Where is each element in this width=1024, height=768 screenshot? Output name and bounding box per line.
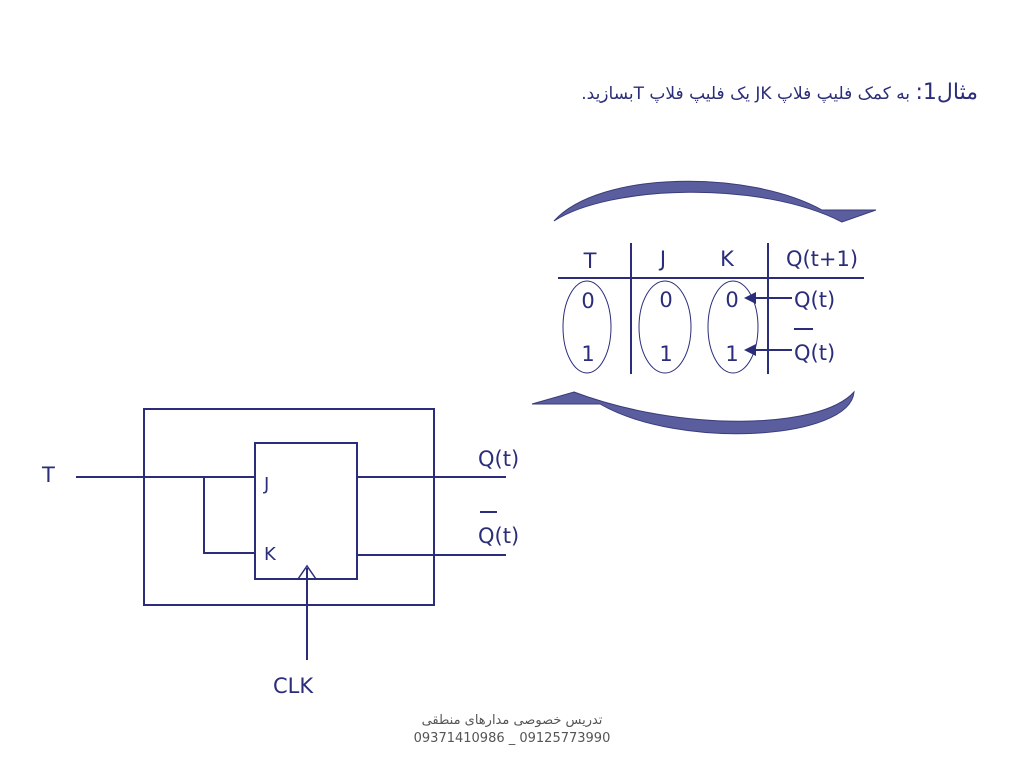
clock-label: CLK — [273, 674, 314, 698]
column-j-oval — [638, 280, 692, 374]
column-t-oval — [562, 280, 612, 374]
top-curved-arrow — [553, 180, 877, 223]
slide-title: مثال1: به کمک فلیپ فلاپ JK یک فلیپ فلاپ … — [581, 80, 978, 105]
row2-q-bar: Q(t) — [794, 341, 835, 365]
header-q-next: Q(t+1) — [786, 247, 858, 271]
row2-k: 1 — [725, 342, 738, 366]
row1-j: 0 — [659, 288, 672, 312]
header-k: K — [720, 247, 735, 271]
truth-table: T J K Q(t+1) 0 0 0 Q(t) 1 1 1 Q(t) — [558, 243, 864, 374]
footer: تدریس خصوصی مدارهای منطقی 09371410986 _ … — [0, 712, 1024, 748]
row1-k: 0 — [725, 288, 738, 312]
row2-arrowhead-icon — [744, 344, 756, 356]
j-k-tie-wire — [203, 477, 255, 554]
title-lead: مثال1: — [915, 80, 978, 105]
outer-t-flipflop-box — [143, 408, 435, 606]
footer-tutoring-text: تدریس خصوصی مدارهای منطقی — [421, 713, 603, 728]
title-rest: به کمک فلیپ فلاپ JK یک فلیپ فلاپ Tبسازید… — [581, 84, 916, 104]
row1-t: 0 — [581, 289, 594, 313]
header-t: T — [583, 249, 597, 273]
column-k-oval — [707, 280, 759, 374]
output-q-label: Q(t) — [478, 447, 519, 471]
circuit — [76, 408, 506, 660]
input-t-label: T — [41, 463, 55, 487]
footer-phone-numbers: 09371410986 _ 09125773990 — [413, 731, 611, 746]
row1-q: Q(t) — [794, 288, 835, 312]
pin-j-label: J — [263, 474, 269, 495]
output-q-bar-label: Q(t) — [478, 524, 519, 548]
row1-arrowhead-icon — [744, 292, 756, 304]
row2-t: 1 — [581, 342, 594, 366]
bottom-curved-arrow — [531, 390, 855, 435]
header-j: J — [658, 247, 666, 271]
clock-edge-marker — [297, 564, 317, 580]
circuit-labels: T J K Q(t) Q(t) CLK — [41, 447, 519, 698]
pin-k-label: K — [264, 544, 277, 565]
row2-j: 1 — [659, 342, 672, 366]
